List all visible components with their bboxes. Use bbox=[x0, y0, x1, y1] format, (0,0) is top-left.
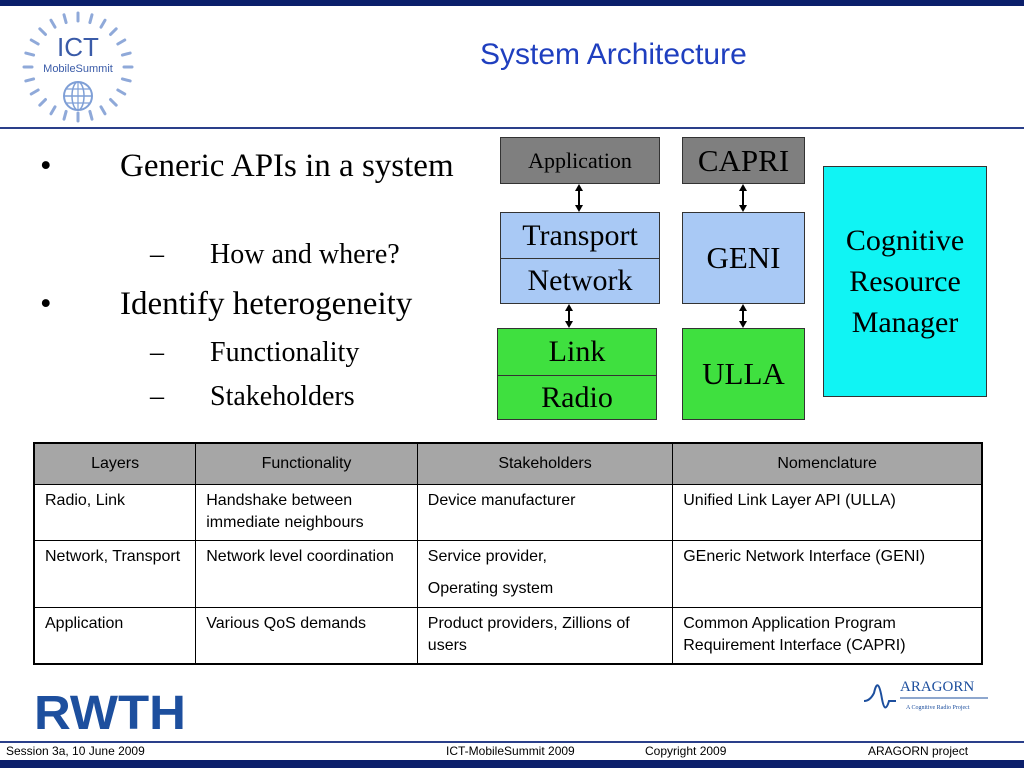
footer-rule bbox=[0, 741, 1024, 743]
cell-line: Operating system bbox=[427, 580, 554, 597]
table-cell: Network, Transport bbox=[33, 540, 197, 608]
footer-copyright: Copyright 2009 bbox=[645, 744, 727, 758]
ict-logo-text: ICT bbox=[57, 32, 99, 62]
logo-ray bbox=[116, 38, 127, 46]
header-rule bbox=[0, 127, 1024, 129]
cell-line: Device manufacturer bbox=[427, 492, 576, 509]
logo-ray bbox=[120, 51, 132, 57]
footer-project: ARAGORN project bbox=[868, 744, 969, 758]
table-cell: Unified Link Layer API (ULLA) bbox=[672, 484, 983, 541]
logo-ray bbox=[29, 38, 40, 46]
logo-ray bbox=[49, 18, 57, 29]
sub-bullet-item: – Stakeholders bbox=[150, 381, 355, 412]
table-row: Radio, Link Handshake between immediate … bbox=[33, 484, 983, 541]
table-cell: Handshake between immediate neighbours bbox=[195, 484, 418, 541]
mobilesummit-logo-text: MobileSummit bbox=[43, 63, 113, 75]
aragorn-logo: ARAGORN A Cognitive Radio Project bbox=[863, 679, 988, 711]
sub-bullet-item: – Functionality bbox=[150, 337, 360, 368]
footer-event: ICT-MobileSummit 2009 bbox=[446, 744, 575, 758]
footer-bar bbox=[0, 760, 1024, 768]
logo-ray bbox=[38, 27, 47, 36]
bullet-item: • Identify heterogeneity bbox=[40, 284, 480, 324]
table-cell: Product providers, Zillions of users bbox=[416, 607, 674, 665]
logo-ray bbox=[24, 77, 36, 83]
table-header-row: Layers Functionality Stakeholders Nomenc… bbox=[33, 442, 983, 485]
footer-session: Session 3a, 10 June 2009 bbox=[6, 744, 145, 758]
api-layers-table: Layers Functionality Stakeholders Nomenc… bbox=[33, 442, 983, 665]
logo-ray bbox=[109, 98, 118, 107]
logo-ray bbox=[62, 13, 68, 25]
bullet-text: Generic APIs in a system bbox=[120, 148, 454, 184]
column-header: Layers bbox=[33, 442, 197, 485]
transport-box: Transport bbox=[500, 212, 660, 259]
capri-box: CAPRI bbox=[682, 137, 805, 184]
table-cell: Common Application Program Requirement I… bbox=[672, 607, 983, 665]
bullet-item: • Generic APIs in a system bbox=[40, 146, 480, 226]
rwth-logo: RWTH bbox=[33, 689, 187, 733]
application-box: Application bbox=[500, 137, 660, 184]
table-cell: Various QoS demands bbox=[195, 607, 418, 665]
radio-box: Radio bbox=[497, 375, 657, 420]
logo-ray bbox=[116, 88, 127, 96]
double-arrow-icon bbox=[739, 184, 747, 212]
logo-ray bbox=[49, 105, 57, 116]
geni-box: GENI bbox=[682, 212, 805, 304]
double-arrow-icon bbox=[575, 184, 583, 212]
logo-ray bbox=[99, 18, 107, 29]
sub-bullet-text: Functionality bbox=[210, 337, 360, 368]
table-cell: Application bbox=[33, 607, 197, 665]
sub-bullet-text: How and where? bbox=[210, 239, 400, 270]
column-header: Nomenclature bbox=[672, 442, 983, 485]
double-arrow-icon bbox=[739, 304, 747, 328]
cell-line: Product providers, Zillions of users bbox=[427, 615, 630, 654]
rwth-logo-text: RWTH bbox=[34, 689, 186, 733]
table-cell: Device manufacturer bbox=[416, 484, 674, 541]
cognitive-resource-manager-box: Cognitive Resource Manager bbox=[823, 166, 987, 397]
table-cell: Network level coordination bbox=[195, 540, 418, 608]
table-cell: Radio, Link bbox=[33, 484, 197, 541]
column-header: Functionality bbox=[195, 442, 418, 485]
bullet-text: Identify heterogeneity bbox=[120, 286, 413, 322]
logo-ray bbox=[120, 77, 132, 83]
column-header: Stakeholders bbox=[416, 442, 674, 485]
sub-bullet-text: Stakeholders bbox=[210, 381, 355, 412]
ict-mobilesummit-logo: ICT MobileSummit bbox=[22, 11, 134, 123]
aragorn-tagline: A Cognitive Radio Project bbox=[906, 705, 970, 711]
table-row: Network, Transport Network level coordin… bbox=[33, 540, 983, 608]
logo-ray bbox=[109, 27, 118, 36]
sub-bullet-item: – How and where? bbox=[150, 239, 400, 270]
cell-line: Service provider, bbox=[427, 548, 547, 565]
logo-ray bbox=[99, 105, 107, 116]
table-cell: Service provider, Operating system bbox=[416, 540, 674, 608]
double-arrow-icon bbox=[565, 304, 573, 328]
logo-ray bbox=[88, 13, 94, 25]
table-row: Application Various QoS demands Product … bbox=[33, 607, 983, 665]
logo-ray bbox=[38, 98, 47, 107]
network-box: Network bbox=[500, 258, 660, 304]
logo-ray bbox=[88, 109, 94, 121]
ulla-box: ULLA bbox=[682, 328, 805, 420]
table-cell: GEneric Network Interface (GENI) bbox=[672, 540, 983, 608]
top-bar bbox=[0, 0, 1024, 6]
logo-ray bbox=[24, 51, 36, 57]
slide-title: System Architecture bbox=[480, 38, 747, 71]
aragorn-logo-text: ARAGORN bbox=[900, 679, 974, 695]
link-box: Link bbox=[497, 328, 657, 376]
logo-ray bbox=[62, 109, 68, 121]
logo-ray bbox=[29, 88, 40, 96]
